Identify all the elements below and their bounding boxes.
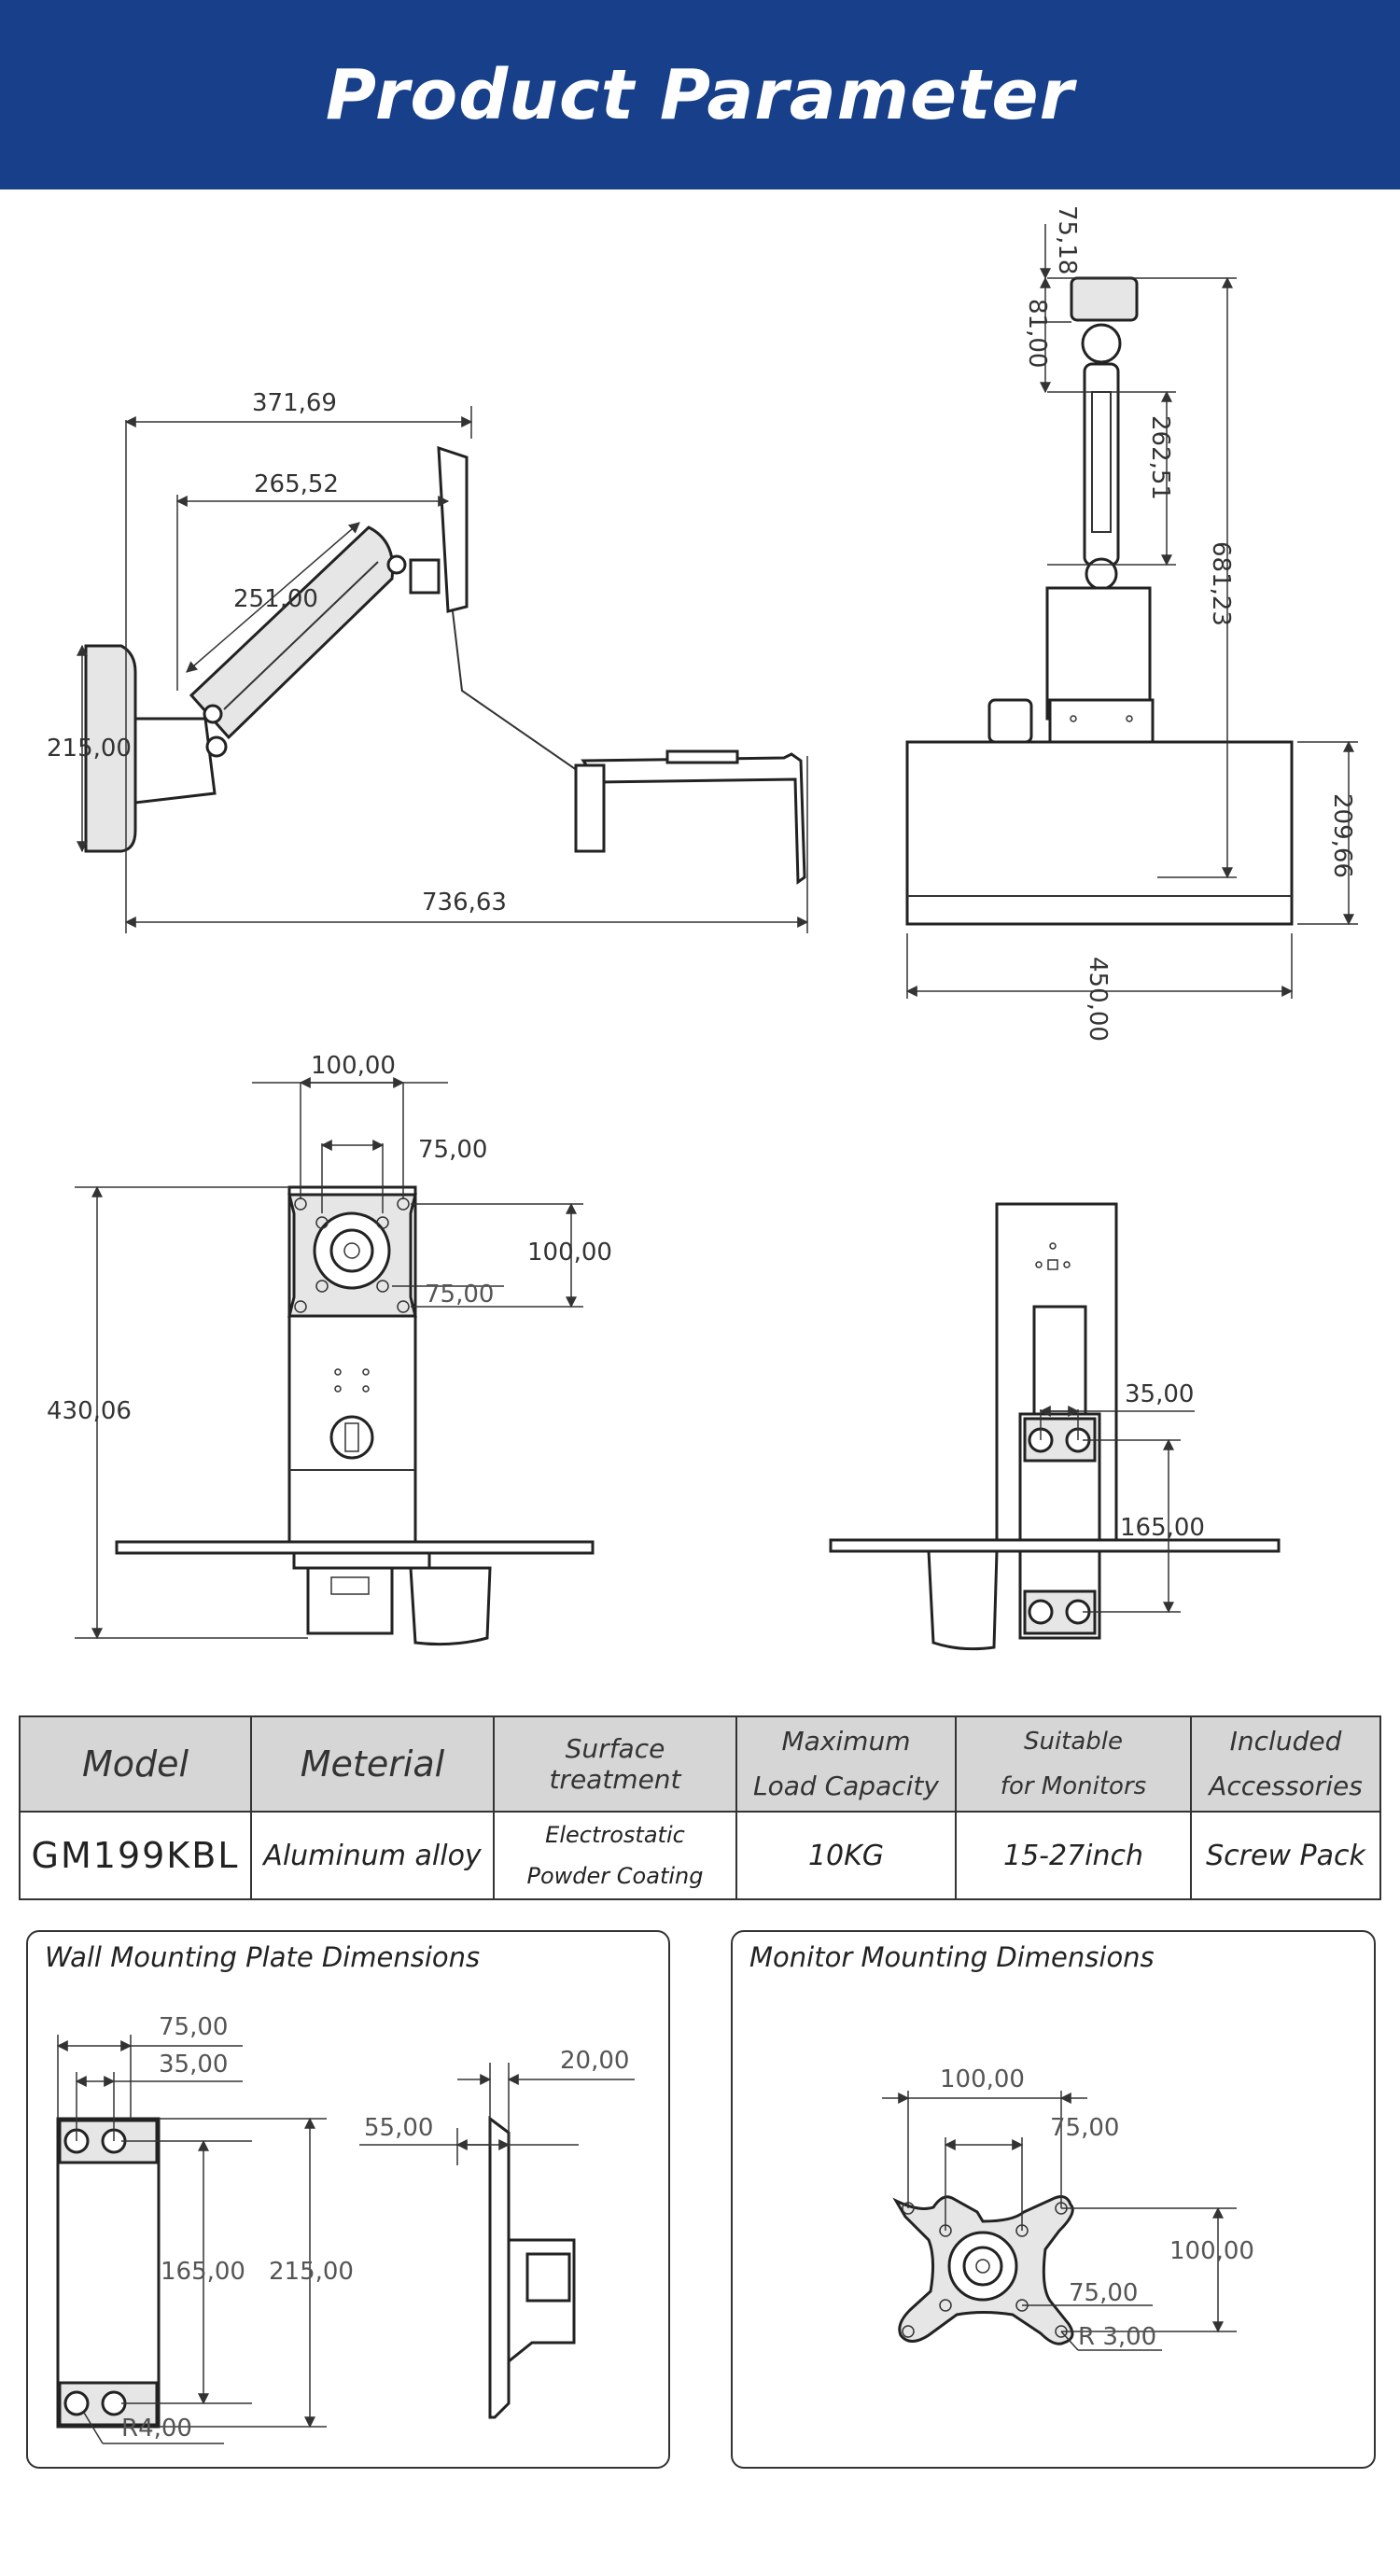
dim-plate-r4: R4,00 bbox=[121, 2415, 192, 2443]
dim-plate-75: 75,00 bbox=[159, 2013, 228, 2041]
spec-header-material: Meterial bbox=[250, 1715, 495, 1813]
clamp-front bbox=[306, 1566, 394, 1635]
tray-rail-front bbox=[292, 1551, 431, 1570]
wall-plate-title: Wall Mounting Plate Dimensions bbox=[45, 1941, 481, 1973]
dim-plate-20: 20,00 bbox=[560, 2047, 629, 2075]
joint-pivot bbox=[205, 735, 228, 758]
side-view-drawing: 371,69 265,52 251,00 215,00 736,63 bbox=[47, 389, 809, 933]
spec-header-monitors-line2: for Monitors bbox=[1000, 1772, 1147, 1800]
mouse-tray-rear bbox=[927, 1549, 999, 1651]
top-bracket bbox=[1070, 276, 1139, 322]
dim-total-depth: 681,23 bbox=[1207, 541, 1235, 626]
monitor-plate-side bbox=[437, 445, 469, 613]
spec-header-load-line2: Load Capacity bbox=[753, 1771, 939, 1801]
spec-header-model: Model bbox=[19, 1715, 252, 1813]
spec-value-surface-line2: Powder Coating bbox=[526, 1863, 704, 1889]
dim-column-height: 430,06 bbox=[47, 1397, 132, 1425]
wall-plate-drawing: 75,00 35,00 165,00 215,00 R4,00 20,00 55… bbox=[56, 2013, 635, 2444]
dim-arm-reach: 265,52 bbox=[254, 470, 339, 498]
top-view-drawing: 75,18 81,00 262,51 681,23 209,66 450,00 bbox=[905, 205, 1358, 1042]
wall-plate-front bbox=[56, 2117, 161, 2429]
dim-plate-55: 55,00 bbox=[364, 2114, 433, 2142]
dim-plate-165: 165,00 bbox=[161, 2258, 245, 2286]
mouse-tray-front bbox=[409, 1566, 492, 1646]
spec-value-monitors: 15-27inch bbox=[955, 1811, 1192, 1900]
monitor-mount-panel: Monitor Mounting Dimensions 100,00 75,00… bbox=[731, 1930, 1376, 2469]
dim-mount-75v: 75,00 bbox=[1069, 2279, 1138, 2307]
spec-value-material: Aluminum alloy bbox=[250, 1811, 495, 1900]
dim-vesa-inner: 75,00 bbox=[418, 1136, 487, 1164]
dim-vesa-inner-v: 75,00 bbox=[425, 1281, 494, 1309]
wall-plate-profile bbox=[488, 2116, 511, 2419]
tray-clamp bbox=[574, 763, 606, 853]
base-joint bbox=[133, 717, 217, 805]
spec-value-model: GM199KBL bbox=[19, 1811, 252, 1900]
dim-plate-35: 35,00 bbox=[159, 2051, 228, 2079]
header-banner: Product Parameter bbox=[0, 0, 1400, 189]
keyboard-tray-side bbox=[581, 752, 806, 885]
spec-value-accessories: Screw Pack bbox=[1190, 1811, 1381, 1900]
lower-pivot bbox=[1085, 557, 1118, 591]
mouse-pad-side bbox=[665, 749, 739, 764]
dim-tray-width: 450,00 bbox=[1084, 957, 1112, 1042]
spec-value-load: 10KG bbox=[735, 1811, 957, 1900]
dim-mount-100v: 100,00 bbox=[1169, 2237, 1254, 2265]
dim-tray-depth: 209,66 bbox=[1328, 793, 1356, 878]
tray-support bbox=[452, 610, 597, 776]
dim-arm-span: 262,51 bbox=[1146, 415, 1174, 500]
dim-mount-100h: 100,00 bbox=[940, 2065, 1025, 2093]
tilt-head bbox=[409, 558, 441, 595]
dim-hole-spacing-h: 35,00 bbox=[1125, 1380, 1194, 1408]
dim-bracket: 81,00 bbox=[1023, 299, 1051, 368]
spec-header-row: Model Meterial Surface treatment Maximum… bbox=[19, 1715, 1381, 1813]
dim-hole-spacing-v: 165,00 bbox=[1120, 1514, 1205, 1542]
arm-top-view bbox=[1083, 362, 1120, 567]
wall-plate-hole bbox=[63, 2390, 90, 2416]
spec-header-monitors: Suitable for Monitors bbox=[955, 1715, 1192, 1813]
monitor-mount-drawing: 100,00 75,00 100,00 75,00 R 3,00 bbox=[882, 2065, 1254, 2351]
arm-edge bbox=[223, 561, 379, 710]
front-view-drawing: 100,00 75,00 100,00 75,00 430,06 bbox=[47, 1052, 612, 1646]
monitor-mount-title: Monitor Mounting Dimensions bbox=[749, 1941, 1155, 1973]
wall-plate-panel: Wall Mounting Plate Dimensions 75,00 35,… bbox=[26, 1930, 670, 2469]
spec-header-monitors-line1: Suitable bbox=[1023, 1728, 1124, 1756]
top-pivot bbox=[1081, 323, 1122, 364]
spec-value-surface-line1: Electrostatic bbox=[545, 1822, 685, 1848]
dim-overall-width: 371,69 bbox=[252, 389, 337, 417]
tray-front bbox=[115, 1540, 595, 1555]
dim-mount-r3: R 3,00 bbox=[1078, 2323, 1156, 2351]
arm-pivot-lower bbox=[203, 704, 223, 724]
column-knob bbox=[329, 1415, 374, 1460]
spec-header-surface: Surface treatment bbox=[493, 1715, 737, 1813]
spec-header-accessories-line1: Included bbox=[1229, 1726, 1342, 1757]
rear-view-drawing: 35,00 165,00 bbox=[829, 1202, 1281, 1651]
spec-header-load-line1: Maximum bbox=[781, 1726, 911, 1757]
dim-top-offset: 75,18 bbox=[1053, 205, 1081, 274]
dim-plate-height: 215,00 bbox=[47, 735, 132, 763]
rear-slot bbox=[1032, 1305, 1087, 1421]
spec-table: Model Meterial Surface treatment Maximum… bbox=[19, 1715, 1381, 1900]
page-title: Product Parameter bbox=[325, 54, 1075, 135]
arm-pivot-upper bbox=[386, 554, 407, 575]
tray-rear bbox=[829, 1538, 1281, 1553]
dim-plate-215: 215,00 bbox=[269, 2258, 354, 2286]
gas-spring-arm bbox=[189, 525, 395, 740]
column-top bbox=[1045, 586, 1152, 721]
dim-arm-length: 251,00 bbox=[233, 585, 318, 613]
wall-plate bbox=[84, 644, 137, 853]
dim-mount-75h: 75,00 bbox=[1050, 2114, 1119, 2142]
dim-total-width: 736,63 bbox=[422, 889, 507, 917]
spec-header-accessories-line2: Accessories bbox=[1209, 1771, 1363, 1801]
vesa-hub-inner bbox=[329, 1228, 374, 1273]
dim-vesa-outer: 100,00 bbox=[311, 1052, 396, 1080]
dim-vesa-outer-v: 100,00 bbox=[527, 1239, 612, 1267]
top-clamp bbox=[987, 698, 1033, 744]
